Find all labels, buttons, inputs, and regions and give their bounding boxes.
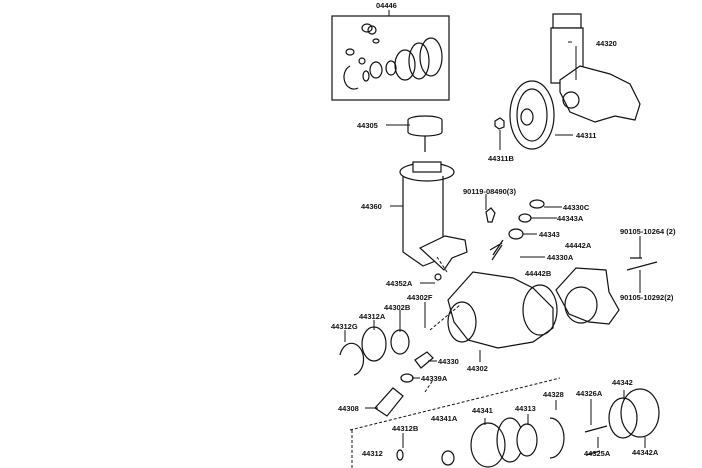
label-44352a: 44352A <box>386 279 413 288</box>
label-44305: 44305 <box>357 121 378 130</box>
reservoir-drawing <box>399 115 545 271</box>
pump-assembly-drawing <box>494 13 641 150</box>
label-44302f: 44302F <box>407 293 433 302</box>
label-44442a: 44442A <box>565 241 592 250</box>
label-44326a: 44326A <box>576 389 603 398</box>
label-44302b: 44302B <box>384 303 411 312</box>
seal-kit-box <box>331 10 450 101</box>
label-44313: 44313 <box>515 404 536 413</box>
label-44320: 44320 <box>596 39 617 48</box>
label-44342a: 44342A <box>632 448 659 457</box>
label-44302: 44302 <box>467 364 488 373</box>
label-44342: 44342 <box>612 378 633 387</box>
label-44330: 44330 <box>438 357 459 366</box>
label-44328: 44328 <box>543 390 564 399</box>
label-90105-10264: 90105-10264 (2) <box>620 227 676 236</box>
label-44343a: 44343A <box>557 214 584 223</box>
label-44312b: 44312B <box>392 424 419 433</box>
label-44360: 44360 <box>361 202 382 211</box>
label-44312: 44312 <box>362 449 383 458</box>
label-44312g: 44312G <box>331 322 358 331</box>
label-44442b: 44442B <box>525 269 552 278</box>
label-44330a: 44330A <box>547 253 574 262</box>
label-90119-08490: 90119-08490(3) <box>463 187 516 196</box>
label-44308: 44308 <box>338 404 359 413</box>
label-44341a: 44341A <box>431 414 458 423</box>
label-44343: 44343 <box>539 230 560 239</box>
label-44330c: 44330C <box>563 203 590 212</box>
label-44311: 44311 <box>576 131 596 140</box>
pump-housing-drawing <box>339 256 660 468</box>
label-44311b: 44311B <box>488 154 514 163</box>
label-44312a: 44312A <box>359 312 386 321</box>
label-44339a: 44339A <box>421 374 448 383</box>
label-44325a: 44325A <box>584 449 611 458</box>
label-44341: 44341 <box>472 406 493 415</box>
leader-lines <box>344 41 646 448</box>
label-04446: 04446 <box>376 1 397 10</box>
label-90105-10292: 90105-10292(2) <box>620 293 674 302</box>
